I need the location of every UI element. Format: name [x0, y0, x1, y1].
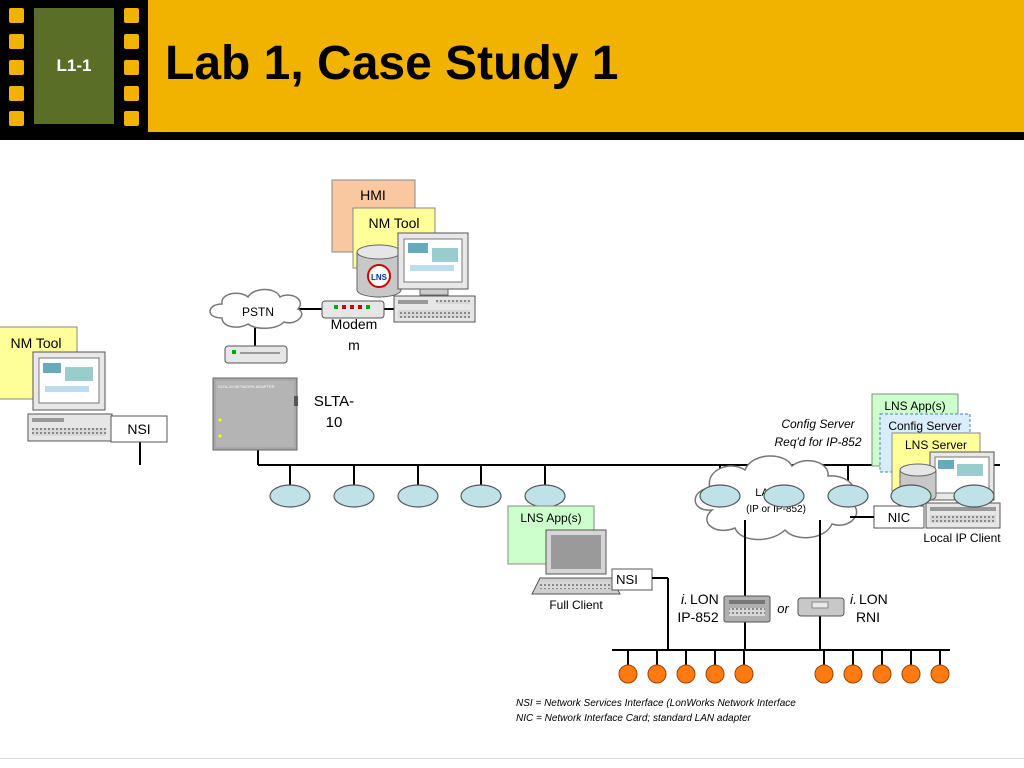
- full-client-label: Full Client: [549, 598, 603, 612]
- lns-apps-right-label: LNS App(s): [884, 399, 945, 413]
- ilon-rni-prefix: i.: [850, 591, 857, 607]
- ilon-ip-label-line1: LON: [690, 591, 719, 607]
- ilon-rni-label-line2: RNI: [856, 609, 880, 625]
- or-label: or: [777, 601, 789, 616]
- desktop-case-icon: [393, 295, 476, 323]
- device-node: [333, 484, 375, 508]
- ilon-rni-adapter-icon: [797, 597, 845, 617]
- device-node: [953, 484, 995, 508]
- config-server-box-label: Config Server: [888, 419, 961, 433]
- device-node: [618, 664, 638, 684]
- full-client-laptop: LNS App(s) NSI Full Client: [507, 505, 653, 612]
- slta-plate-text: SLTA-10 NETWORK ADAPTER: [218, 384, 275, 389]
- header-bar: [0, 0, 1024, 132]
- device-node: [676, 664, 696, 684]
- lan-label-line2: (IP or IP-852): [746, 504, 806, 515]
- nm-tool-left-label: NM Tool: [10, 335, 61, 351]
- device-node: [814, 664, 834, 684]
- device-node: [763, 484, 805, 508]
- nsi-center-label: NSI: [616, 572, 638, 587]
- ilon-ip-prefix: i.: [681, 591, 688, 607]
- device-node: [827, 484, 869, 508]
- bottom-channel: [612, 520, 950, 668]
- device-nodes-top: [269, 484, 566, 508]
- config-server-note-line2: Req'd for IP-852: [774, 435, 861, 449]
- nic-definition: NIC = Network Interface Card; standard L…: [516, 713, 752, 724]
- device-node: [872, 664, 892, 684]
- nm-tool-left-workstation: NM Tool NSI: [0, 326, 168, 443]
- hmi-workstation: HMI NM Tool LNS: [331, 179, 476, 323]
- pstn-cloud: PSTN: [209, 288, 303, 329]
- device-node: [524, 484, 566, 508]
- device-node: [901, 664, 921, 684]
- nm-tool-top-label: NM Tool: [368, 215, 419, 231]
- lns-apps-center-label: LNS App(s): [520, 511, 581, 525]
- slta-10-adapter-icon: SLTA-10 NETWORK ADAPTER: [212, 377, 298, 451]
- hmi-label: HMI: [360, 187, 386, 203]
- modem-icon-lower: [224, 345, 288, 364]
- lns-logo-text: LNS: [371, 273, 388, 282]
- device-node: [930, 664, 950, 684]
- network-diagram: HMI NM Tool LNS PSTN: [0, 179, 1001, 724]
- local-ip-client-workstation: LNS App(s) Config Server LNS Server NIC …: [871, 393, 1001, 545]
- device-node: [890, 484, 932, 508]
- pstn-label: PSTN: [242, 305, 274, 319]
- device-node: [843, 664, 863, 684]
- lns-server-box-label: LNS Server: [905, 438, 967, 452]
- device-node: [647, 664, 667, 684]
- device-node: [734, 664, 754, 684]
- nsi-definition: NSI = Network Services Interface (LonWor…: [516, 698, 796, 709]
- ilon-ip852-router-icon: [723, 595, 771, 623]
- device-node: [397, 484, 439, 508]
- config-server-note-line1: Config Server: [781, 417, 855, 431]
- nsi-left-label: NSI: [127, 421, 150, 437]
- device-node: [269, 484, 311, 508]
- header-divider: [0, 132, 1024, 140]
- lns-database-icon: LNS: [356, 244, 402, 298]
- device-nodes-right: [699, 484, 995, 508]
- modem-label-line2: m: [348, 337, 360, 353]
- film-strip-icon: L1-1: [0, 0, 148, 132]
- slide-badge: L1-1: [34, 8, 114, 124]
- footer-divider: [0, 758, 1024, 759]
- device-node: [460, 484, 502, 508]
- modem-icon: [321, 300, 385, 319]
- slta-label-line1: SLTA-: [314, 393, 354, 410]
- local-ip-client-label: Local IP Client: [923, 531, 1001, 545]
- computer-monitor-icon: [397, 232, 469, 296]
- slta-label-line2: 10: [326, 414, 343, 431]
- nic-label: NIC: [888, 510, 910, 525]
- page-title: Lab 1, Case Study 1: [165, 37, 619, 90]
- ilon-ip-label-line2: IP-852: [677, 609, 718, 625]
- ilon-rni-label-line1: LON: [859, 591, 888, 607]
- device-node: [705, 664, 725, 684]
- modem-label-line1: Modem: [331, 316, 378, 332]
- device-node: [699, 484, 741, 508]
- device-nodes-bottom: [618, 664, 950, 684]
